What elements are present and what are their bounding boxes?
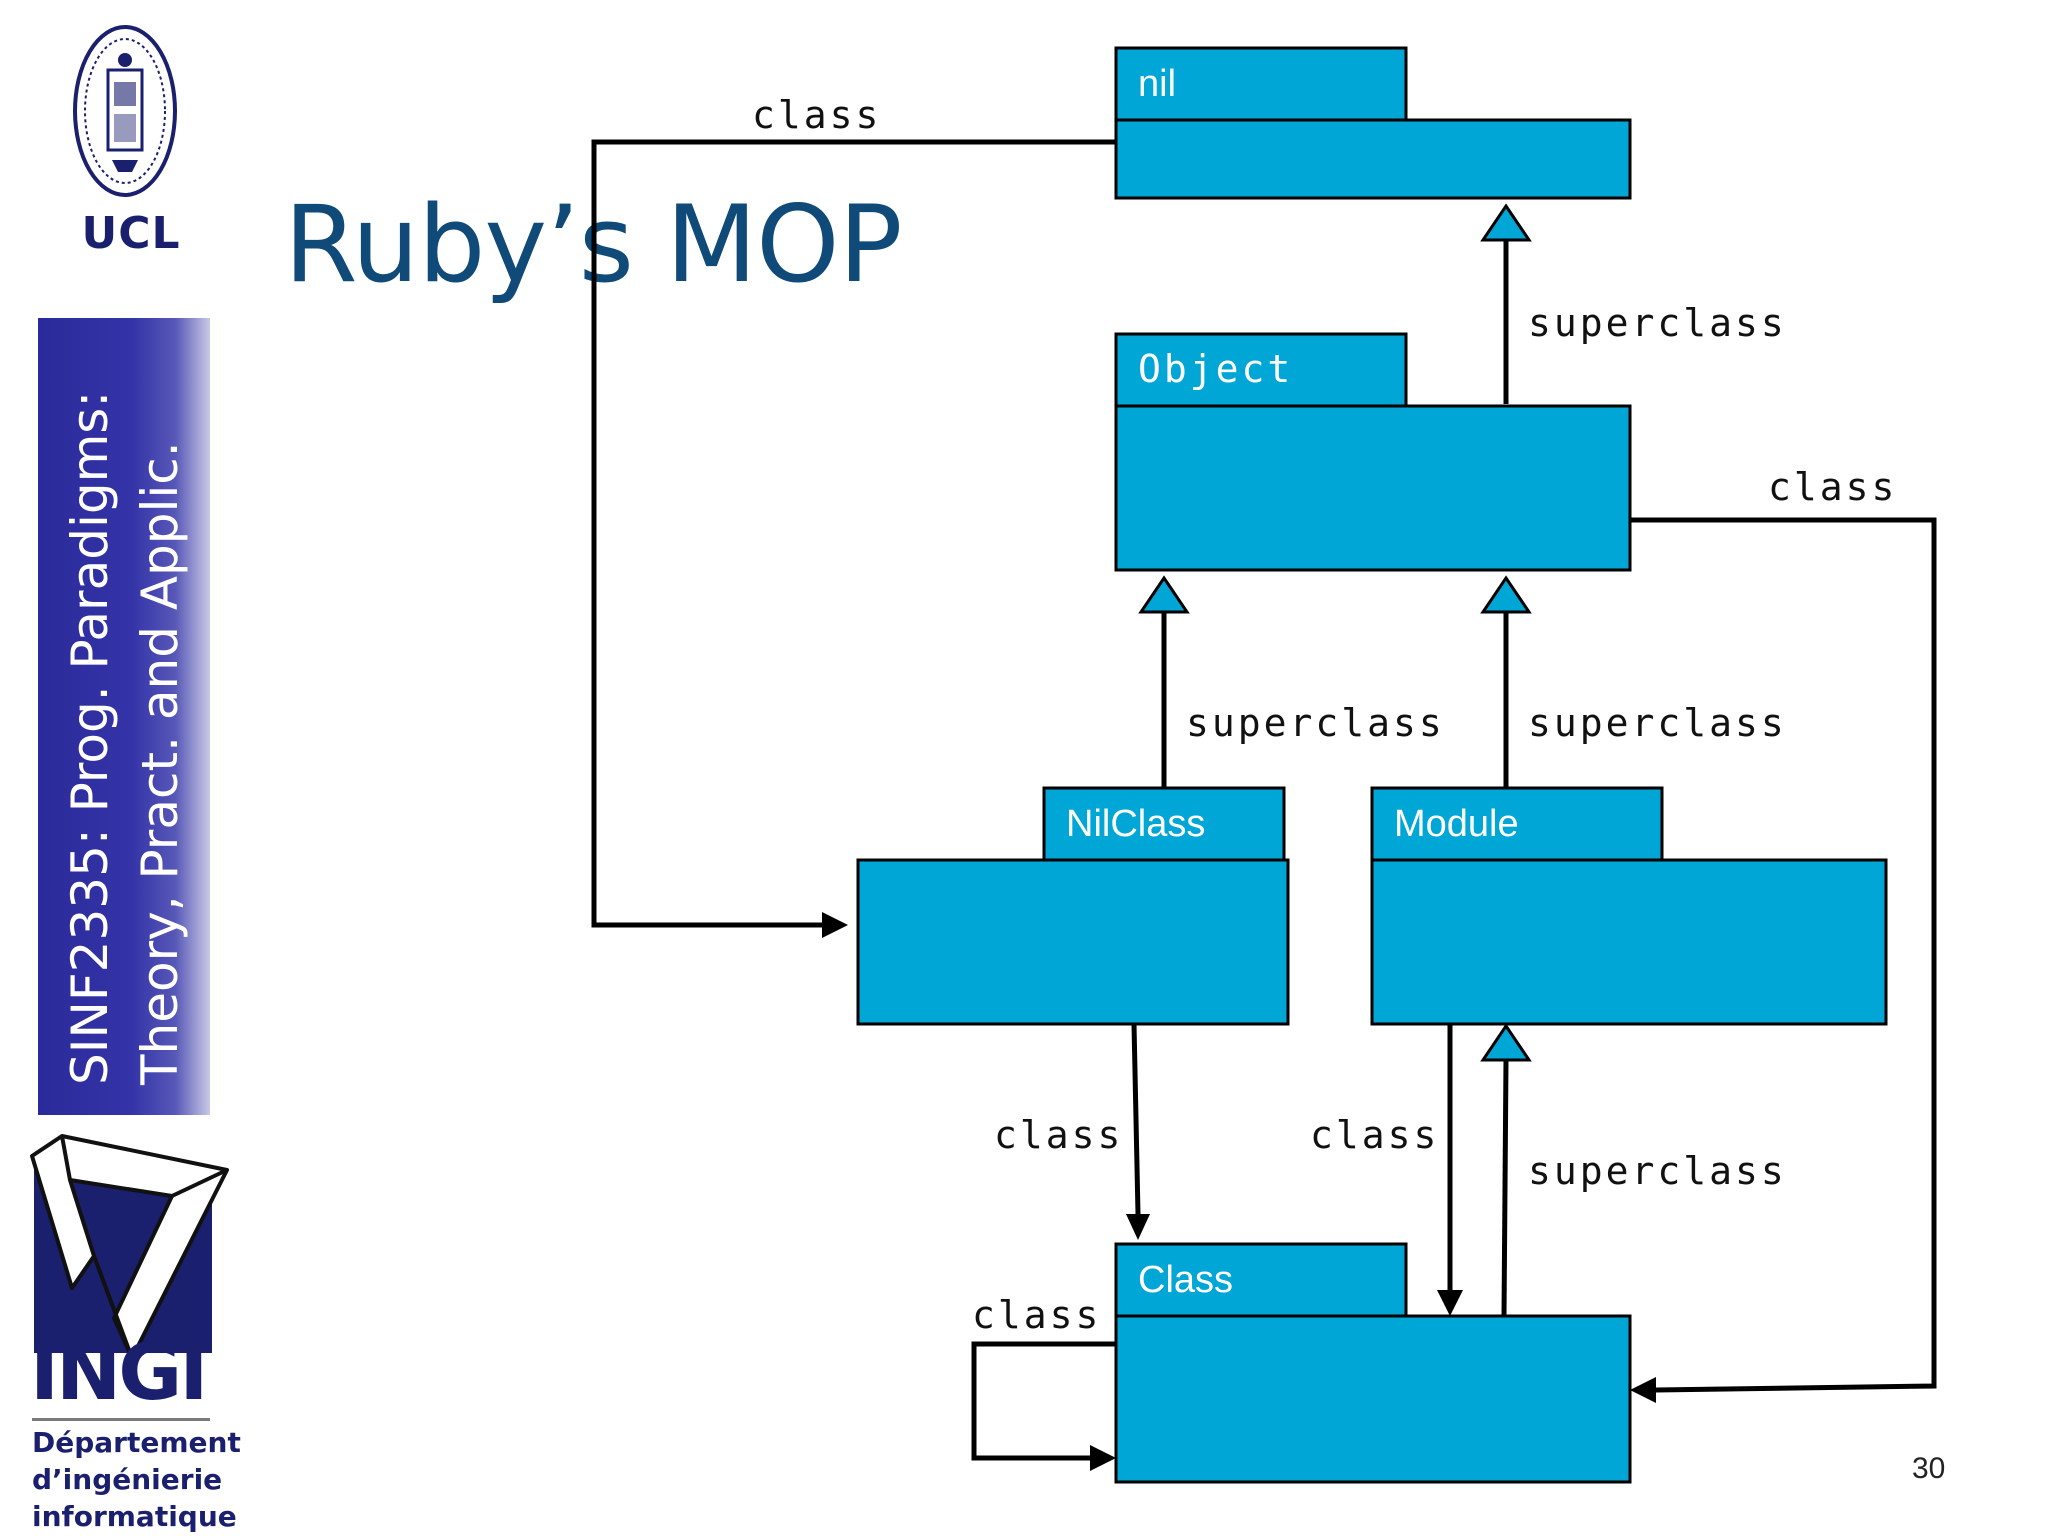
- edge-label-nilclass-class: class: [994, 1113, 1123, 1157]
- edge-object-class: [1630, 517, 1937, 1403]
- node-nil: nil: [1114, 46, 1632, 200]
- department-name: Département d’ingénierie informatique: [32, 1424, 241, 1535]
- node-module-label: Module: [1394, 803, 1519, 845]
- edge-label-module-class: class: [1310, 1113, 1439, 1157]
- node-nil-label: nil: [1138, 63, 1176, 105]
- edge-label-module-superclass: superclass: [1528, 701, 1787, 745]
- node-nilclass: NilClass: [856, 786, 1290, 1026]
- edge-module-superclass: [1480, 575, 1532, 788]
- edge-label-class-superclass: superclass: [1528, 1149, 1787, 1193]
- edge-label-nil-class: class: [752, 93, 881, 137]
- edge-label-nilclass-superclass: superclass: [1186, 701, 1445, 745]
- sidebar-band: [38, 318, 210, 1115]
- department-line2: d’ingénierie: [32, 1463, 223, 1496]
- edge-nilclass-class: [1126, 1023, 1150, 1240]
- node-class: Class: [1114, 1242, 1632, 1484]
- ingi-divider: [32, 1418, 210, 1421]
- edge-label-object-class: class: [1768, 465, 1897, 509]
- node-class-label: Class: [1138, 1259, 1233, 1301]
- edge-nilclass-superclass: [1138, 575, 1190, 788]
- edge-module-class: [1437, 1024, 1463, 1316]
- edge-nil-class: [591, 139, 1116, 938]
- edge-class-superclass: [1480, 1023, 1532, 1317]
- ingi-triangle-logo: [30, 1134, 229, 1360]
- node-object: Object: [1114, 332, 1632, 572]
- department-line3: informatique: [32, 1500, 237, 1533]
- ingi-wordmark: INGI: [30, 1328, 208, 1418]
- node-object-label: Object: [1138, 347, 1293, 391]
- edge-object-superclass: [1480, 203, 1532, 404]
- edge-label-class-class: class: [972, 1293, 1101, 1337]
- department-line1: Département: [32, 1426, 241, 1459]
- page-number: 30: [1912, 1452, 1946, 1485]
- ucl-wordmark: UCL: [81, 208, 181, 259]
- edge-class-class-self: [971, 1341, 1116, 1471]
- node-nilclass-label: NilClass: [1066, 803, 1205, 845]
- ucl-seal-logo: [73, 25, 177, 197]
- node-module: Module: [1370, 786, 1888, 1026]
- edge-label-object-superclass: superclass: [1528, 301, 1787, 345]
